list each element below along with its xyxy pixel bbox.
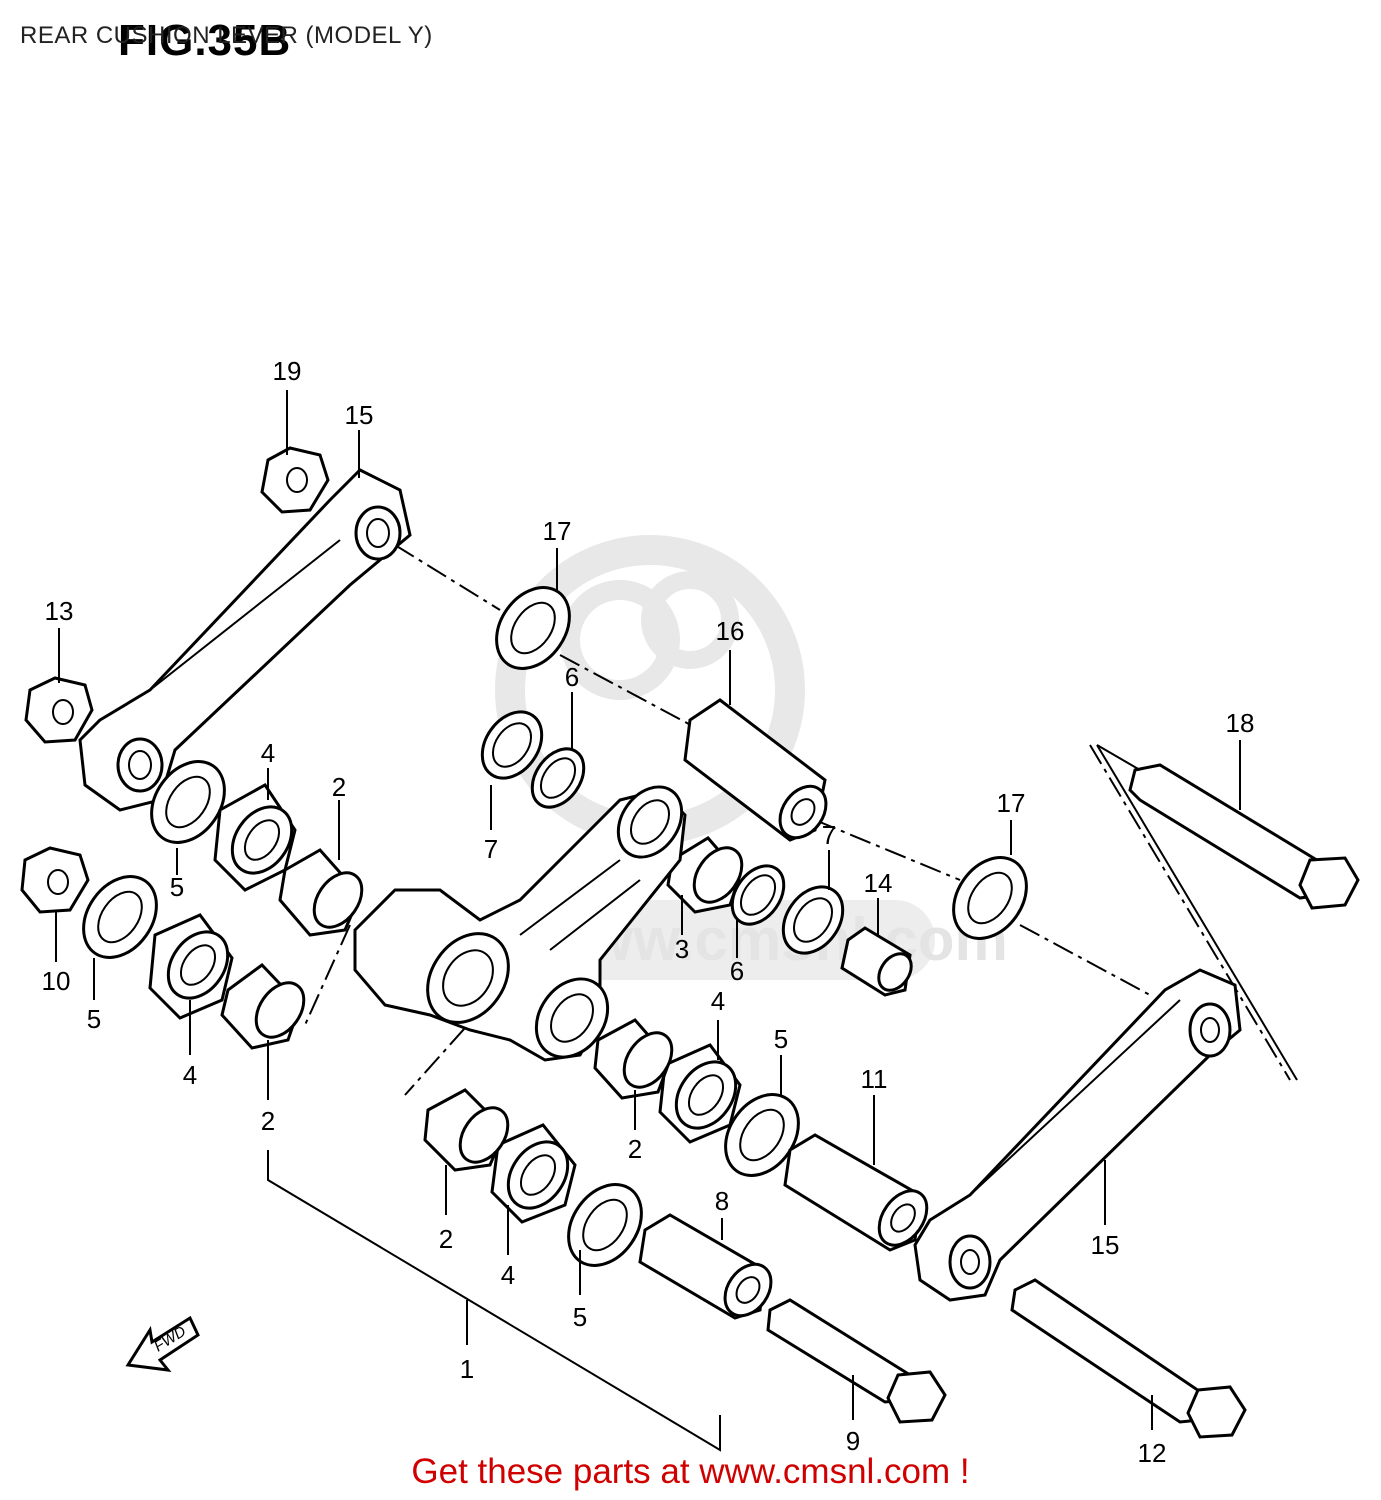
callout-4-bottom: 4 — [501, 1260, 515, 1290]
callout-5-bottom: 5 — [573, 1302, 587, 1332]
callout-9: 9 — [846, 1426, 860, 1456]
callout-6-upper: 6 — [565, 662, 579, 692]
callout-5-lower-left: 5 — [87, 1004, 101, 1034]
callout-labels: 19 15 17 13 16 6 18 4 2 7 17 5 7 14 10 3… — [42, 356, 1255, 1468]
callout-1: 1 — [460, 1354, 474, 1384]
footer-promo-link[interactable]: Get these parts at www.cmsnl.com ! — [411, 1452, 970, 1491]
callout-15-upper: 15 — [345, 400, 374, 430]
callout-2-bottom: 2 — [439, 1224, 453, 1254]
callout-19: 19 — [273, 356, 302, 386]
kit-bracket — [267, 1150, 721, 1452]
fwd-arrow-icon: FWD — [125, 1315, 200, 1372]
diagram-subtitle: REAR CUSHION LEVER (MODEL Y) — [20, 22, 433, 49]
callout-2-upper: 2 — [332, 772, 346, 802]
leader-lines — [55, 390, 1298, 1430]
callout-17-right: 17 — [997, 788, 1026, 818]
callout-10: 10 — [42, 966, 71, 996]
cushion-rod-lower — [913, 968, 1242, 1302]
callout-4-upper: 4 — [261, 738, 275, 768]
callout-6-lower: 6 — [730, 956, 744, 986]
callout-5-mid: 5 — [774, 1024, 788, 1054]
nut-10 — [20, 846, 90, 914]
callout-12: 12 — [1138, 1438, 1167, 1468]
callout-2-lower-left: 2 — [261, 1106, 275, 1136]
callout-2-mid: 2 — [628, 1134, 642, 1164]
callout-4-mid: 4 — [711, 986, 725, 1016]
bearings — [220, 836, 744, 1172]
callout-7-left: 7 — [484, 834, 498, 864]
oil-seals — [148, 783, 742, 1224]
callout-15-lower: 15 — [1091, 1230, 1120, 1260]
washers — [82, 586, 1028, 1267]
nut-19 — [260, 446, 330, 514]
callout-17-upper: 17 — [543, 516, 572, 546]
callout-18: 18 — [1226, 708, 1255, 738]
callout-11: 11 — [861, 1064, 888, 1094]
callout-14: 14 — [864, 868, 893, 898]
cushion-rod-upper — [78, 468, 412, 812]
callout-13: 13 — [45, 596, 74, 626]
cushion-lever — [353, 785, 687, 1062]
figure-number: FIG.35B — [118, 16, 292, 65]
bolts — [766, 763, 1360, 1439]
callout-4-lower-left: 4 — [183, 1060, 197, 1090]
callout-3: 3 — [675, 934, 689, 964]
callout-5-upper-left: 5 — [170, 872, 184, 902]
spacers — [638, 698, 929, 1320]
callout-16: 16 — [716, 616, 745, 646]
nut-13 — [24, 676, 94, 744]
callout-8: 8 — [715, 1186, 729, 1216]
callout-7-right: 7 — [822, 820, 836, 850]
